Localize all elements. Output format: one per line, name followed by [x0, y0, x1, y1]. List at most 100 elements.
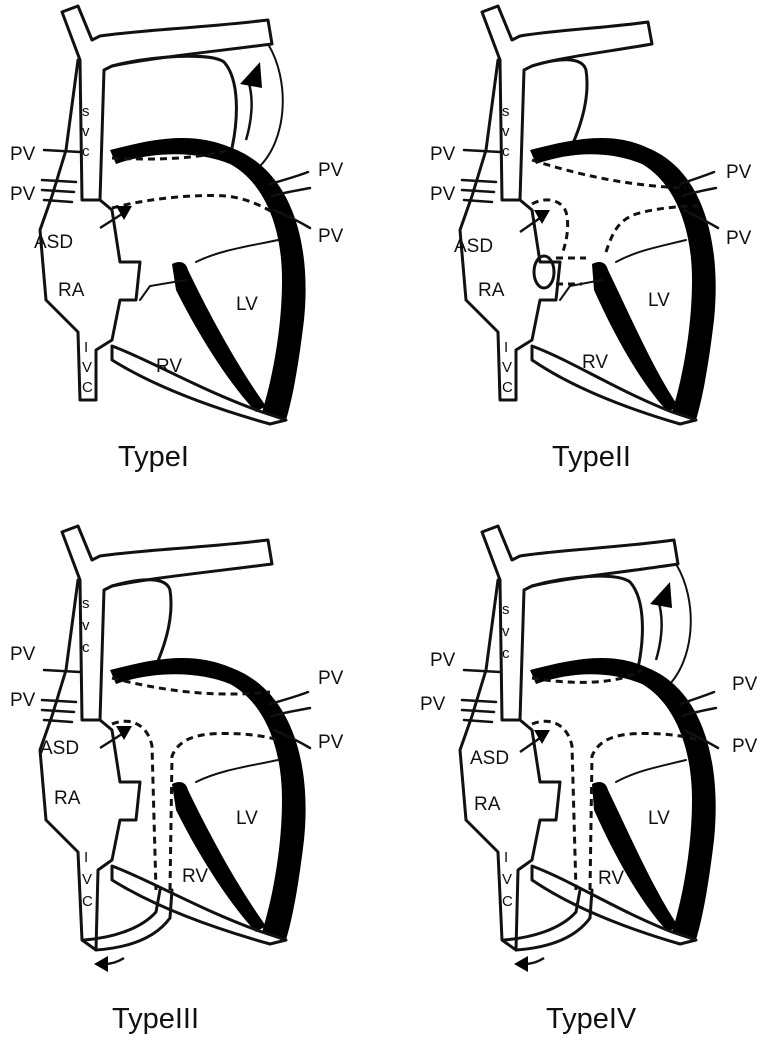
caption-type-iv: TypeIV — [546, 1003, 637, 1035]
defect-ring — [532, 254, 556, 290]
arch-flow-arrowhead — [240, 62, 262, 88]
valve-line — [195, 759, 279, 783]
ivc-letter-v: V — [502, 871, 512, 888]
lv-label: LV — [236, 294, 258, 315]
valve-line — [615, 239, 687, 263]
ivc-letter-c: C — [82, 379, 93, 396]
dashed-connection-lv — [588, 731, 699, 891]
right-atrium-outline — [458, 58, 562, 402]
drainage-tube-outer — [502, 888, 582, 942]
panel-type-ii: PV PV PV PV ASD RA LV RV s v c I V C Typ… — [386, 0, 771, 520]
outer-arch-line — [257, 43, 284, 169]
asd-pointer-arrowhead — [116, 206, 132, 220]
caption-type-iii: TypeIII — [112, 1003, 199, 1035]
lv-label: LV — [236, 808, 258, 829]
pv-label-right-lower: PV — [318, 732, 344, 753]
svc-letter-s: s — [502, 103, 510, 120]
svc-letter-v: v — [82, 617, 90, 634]
dashed-connection-top — [111, 676, 271, 696]
dashed-connection-top — [111, 148, 231, 161]
ra-label: RA — [54, 788, 81, 809]
rv-label: RV — [598, 868, 624, 889]
ventricular-septum — [172, 262, 266, 412]
svc-letter-c: c — [502, 143, 510, 160]
asd-pointer-line — [99, 732, 123, 750]
asd-pointer-line — [99, 212, 123, 230]
ivc-letter-i: I — [84, 339, 88, 356]
dashed-connection-asd — [111, 719, 158, 891]
pv-label-right-lower: PV — [732, 736, 758, 757]
ivc-letter-i: I — [504, 849, 508, 866]
heart-wall — [530, 658, 716, 940]
ivc-letter-v: V — [82, 359, 92, 376]
pv-label-left-lower: PV — [420, 694, 446, 715]
heart-wall — [530, 138, 716, 420]
drainage-tube-inner — [94, 888, 174, 952]
heart-wall — [110, 138, 306, 420]
pv-label-right-upper: PV — [318, 160, 344, 181]
ivc-flow-arrowhead — [514, 956, 528, 972]
asd-pointer-arrowhead — [534, 730, 550, 744]
ventricular-septum — [592, 262, 678, 412]
pulmonary-veins-left — [460, 668, 502, 724]
arch-flow-arrowhead — [650, 582, 672, 608]
arch-flow-arrow-line — [244, 79, 253, 141]
pv-label-right-upper: PV — [318, 668, 344, 689]
right-atrium-outline — [458, 578, 562, 952]
rv-label: RV — [156, 356, 182, 377]
dashed-connection-asd — [531, 719, 578, 891]
rv-label: RV — [182, 866, 208, 887]
svc-letter-v: v — [82, 123, 90, 140]
svc-letter-s: s — [82, 103, 90, 120]
arch-outline — [110, 54, 238, 150]
asd-label: ASD — [40, 738, 79, 759]
arch-flow-arrow-line — [654, 599, 663, 661]
pulmonary-veins-right — [678, 170, 720, 230]
lv-label: LV — [648, 290, 670, 311]
svc-letter-s: s — [502, 601, 510, 618]
arch-outline — [530, 574, 644, 670]
caption-type-i: TypeI — [118, 441, 189, 473]
pv-label-left-lower: PV — [430, 184, 456, 205]
svc-letter-v: v — [502, 623, 510, 640]
ivc-letter-i: I — [504, 339, 508, 356]
ventricle-outline — [110, 344, 288, 426]
pv-label-left-lower: PV — [10, 690, 36, 711]
ivc-letter-v: V — [502, 359, 512, 376]
asd-pointer-arrowhead — [534, 210, 550, 224]
panel-type-iv: PV PV PV PV ASD RA LV RV s v c I V C Typ… — [386, 520, 771, 1040]
ivc-letter-v: V — [82, 871, 92, 888]
pulmonary-veins-left — [40, 668, 82, 724]
ventricular-septum — [592, 782, 678, 932]
svc-outline — [60, 524, 274, 722]
heart-wall — [110, 658, 306, 940]
valve-line — [195, 239, 279, 263]
ivc-letter-c: C — [82, 893, 93, 910]
pulmonary-veins-right — [678, 690, 720, 750]
pv-label-right-upper: PV — [726, 162, 752, 183]
pulmonary-veins-right — [268, 690, 312, 750]
pv-label-right-lower: PV — [726, 228, 752, 249]
ivc-flow-arrowhead — [94, 956, 108, 972]
svc-letter-s: s — [82, 595, 90, 612]
ivc-letter-c: C — [502, 379, 513, 396]
ra-label: RA — [474, 794, 501, 815]
pv-label-left-upper: PV — [10, 144, 36, 165]
drainage-tube-inner — [514, 888, 594, 952]
pv-label-left-upper: PV — [10, 644, 36, 665]
rv-septum-line — [139, 279, 187, 301]
ra-label: RA — [478, 280, 505, 301]
valve-line — [615, 759, 687, 783]
asd-pointer-line — [519, 216, 541, 234]
dashed-connection-top — [531, 668, 643, 684]
heart-diagram-type-iv: PV PV PV PV ASD RA LV RV s v c I V C Typ… — [420, 524, 758, 1035]
right-atrium-outline — [38, 58, 142, 402]
pv-label-left-upper: PV — [430, 144, 456, 165]
asd-label: ASD — [34, 232, 73, 253]
pulmonary-veins-right — [268, 170, 312, 230]
ventricular-septum — [172, 782, 266, 932]
ivc-letter-i: I — [84, 849, 88, 866]
dashed-connection-asd — [531, 198, 570, 255]
svc-letter-c: c — [82, 639, 90, 656]
heart-diagram-type-ii: PV PV PV PV ASD RA LV RV s v c I V C Typ… — [430, 4, 752, 473]
